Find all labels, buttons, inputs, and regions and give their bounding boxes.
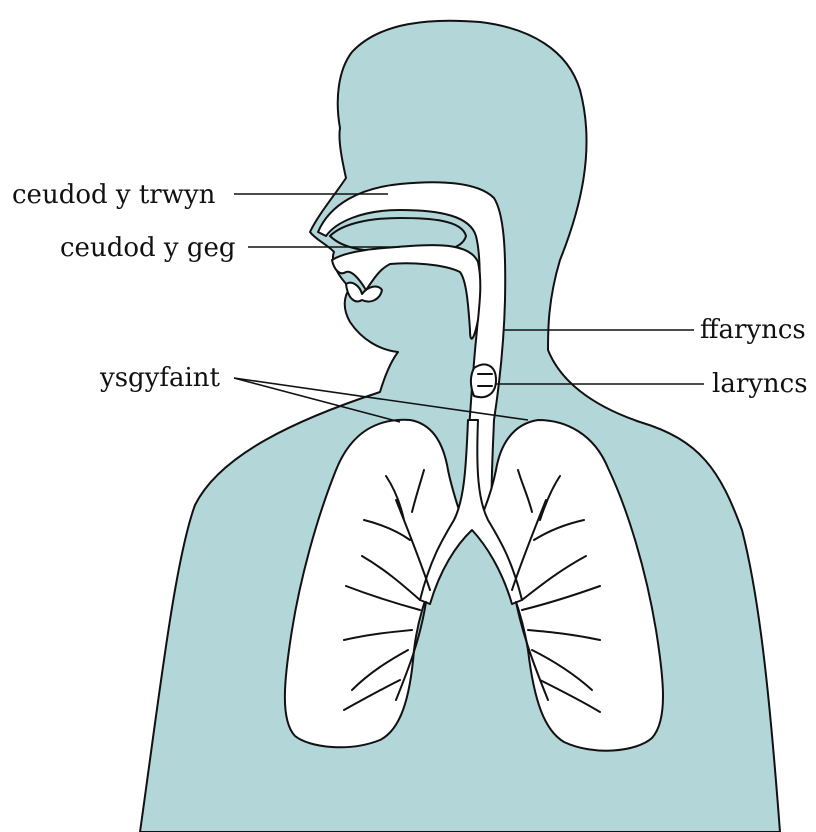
body-silhouette [140, 21, 780, 832]
larynx-shape [471, 364, 496, 397]
label-larynx: laryncs [712, 369, 808, 399]
label-pharynx: ffaryncs [700, 315, 806, 345]
label-nasal-cavity: ceudod y trwyn [12, 180, 216, 210]
label-oral-cavity: ceudod y geg [60, 233, 236, 263]
label-lungs: ysgyfaint [99, 363, 221, 393]
